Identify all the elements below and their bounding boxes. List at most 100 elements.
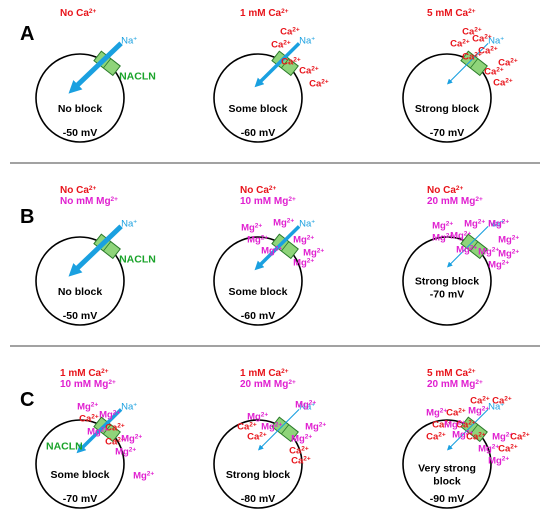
calcium-ion-label: Ca2+: [432, 419, 452, 431]
calcium-ion-label: Ca2+: [291, 455, 311, 467]
magnesium-ion-label: Mg2+: [432, 220, 453, 232]
sodium-influx-arrow: [446, 42, 489, 85]
sodium-ion-label: Na+: [299, 35, 315, 47]
calcium-ion-label: Ca2+: [510, 431, 530, 443]
calcium-ion-label: Ca2+: [237, 421, 257, 433]
sodium-ion-label: Na+: [488, 35, 504, 47]
magnesium-ion-label: Mg2+: [295, 399, 316, 411]
calcium-ion-label: Ca2+: [281, 56, 301, 68]
nacln-channel: [93, 233, 121, 260]
magnesium-ion-label: Mg2+: [452, 429, 473, 441]
condition-cell: No Ca2+10 mM Mg2+Na+Mg2+Mg2+Mg2+Mg2+Mg2+…: [213, 185, 324, 326]
calcium-ion-label: Ca2+: [309, 78, 329, 90]
block-level-label: Strong block: [226, 469, 290, 481]
condition-label: 20 mM Mg2+: [427, 196, 483, 208]
condition-label: No Ca2+: [240, 185, 277, 197]
magnesium-ion-label: Mg2+: [468, 405, 489, 417]
sodium-influx-arrow: [68, 41, 123, 94]
magnesium-ion-label: Mg2+: [444, 419, 465, 431]
magnesium-ion-label: Mg2+: [247, 411, 268, 423]
calcium-ion-label: Ca2+: [478, 45, 498, 57]
condition-label: 1 mM Ca2+: [240, 8, 289, 20]
condition-cell: 1 mM Ca2+20 mM Mg2+Na+Mg2+Mg2+Ca2+Mg2+Ca…: [213, 368, 326, 509]
magnesium-ion-label: Mg2+: [432, 232, 453, 244]
calcium-ion-label: Ca2+: [105, 436, 125, 448]
cell-membrane: [402, 53, 492, 143]
membrane-voltage-label: -90 mV: [430, 493, 464, 505]
magnesium-ion-label: Mg2+: [464, 218, 485, 230]
calcium-ion-label: Ca2+: [493, 77, 513, 89]
sodium-ion-label: Na+: [121, 35, 137, 47]
membrane-voltage-label: -60 mV: [241, 310, 275, 322]
magnesium-ion-label: Mg2+: [133, 470, 154, 482]
calcium-ion-label: Ca2+: [498, 443, 518, 455]
condition-label: No mM Mg2+: [60, 196, 118, 208]
sodium-influx-arrow: [76, 408, 123, 454]
block-level-label: Some block: [229, 286, 288, 298]
magnesium-ion-label: Mg2+: [261, 421, 282, 433]
condition-label: No Ca2+: [60, 185, 97, 197]
condition-label: 1 mM Ca2+: [240, 368, 289, 380]
condition-label: 20 mM Mg2+: [240, 379, 296, 391]
condition-cell: No Ca2+20 mM Mg2+Na+Mg2+Mg2+Mg2+Mg2+Mg2+…: [402, 185, 519, 326]
calcium-ion-label: Ca2+: [484, 66, 504, 78]
block-level-label: Some block: [51, 469, 110, 481]
block-level-label: Very strong: [418, 463, 476, 475]
sodium-ion-label: Na+: [488, 401, 504, 413]
calcium-ion-label: Ca2+: [446, 407, 466, 419]
magnesium-ion-label: Mg2+: [450, 230, 471, 242]
calcium-ion-label: Ca2+: [472, 33, 492, 45]
calcium-ion-label: Ca2+: [289, 445, 309, 457]
condition-label: 1 mM Ca2+: [60, 368, 109, 380]
condition-label: No Ca2+: [60, 8, 97, 20]
nacln-channel: [271, 50, 299, 77]
magnesium-ion-label: Mg2+: [303, 247, 324, 258]
block-level-label: No block: [58, 103, 102, 115]
calcium-ion-label: Ca2+: [79, 413, 99, 425]
sodium-ion-label: Na+: [121, 401, 137, 413]
sodium-influx-arrow: [446, 408, 489, 451]
membrane-voltage-label: -50 mV: [63, 310, 97, 322]
block-level-label: -70 mV: [430, 289, 464, 301]
magnesium-ion-label: Mg2+: [121, 433, 142, 445]
magnesium-ion-label: Mg2+: [498, 248, 519, 260]
sodium-ion-label: Na+: [299, 401, 315, 413]
panel-c: C1 mM Ca2+10 mM Mg2+Na+NACLNMg2+Ca2+Mg2+…: [20, 368, 530, 509]
magnesium-ion-label: Mg2+: [273, 217, 294, 229]
cell-membrane: [402, 419, 492, 509]
condition-label: 5 mM Ca2+: [427, 8, 476, 20]
magnesium-ion-label: Mg2+: [478, 246, 499, 257]
condition-cell: 1 mM Ca2+10 mM Mg2+Na+NACLNMg2+Ca2+Mg2+C…: [35, 368, 154, 509]
sodium-ion-label: Na+: [488, 218, 504, 230]
calcium-ion-label: Ca2+: [247, 431, 267, 443]
calcium-ion-label: Ca2+: [456, 419, 476, 431]
nacln-channel: [460, 50, 488, 77]
magnesium-ion-label: Mg2+: [426, 407, 447, 419]
block-level-label: Strong block: [415, 103, 479, 115]
sodium-influx-arrow: [68, 224, 123, 277]
membrane-voltage-label: -80 mV: [241, 493, 275, 505]
nacln-channel: [93, 416, 121, 443]
magnesium-ion-label: Mg2+: [261, 245, 282, 256]
channel-label: NACLN: [119, 70, 156, 82]
calcium-ion-label: Ca2+: [450, 38, 470, 50]
block-level-label: No block: [58, 286, 102, 298]
calcium-ion-label: Ca2+: [280, 26, 300, 38]
condition-cell: 5 mM Ca2+20 mM Mg2+Na+Ca2+Ca2+Mg2+Ca2+Mg…: [402, 368, 530, 509]
membrane-voltage-label: -60 mV: [241, 127, 275, 139]
sodium-influx-arrow: [446, 225, 489, 268]
magnesium-ion-label: Mg2+: [99, 409, 120, 421]
magnesium-ion-label: Mg2+: [115, 446, 136, 458]
calcium-ion-label: Ca2+: [105, 422, 125, 434]
calcium-ion-label: Ca2+: [462, 51, 482, 63]
nacln-channel: [460, 233, 488, 260]
sodium-influx-arrow: [257, 408, 300, 451]
cell-membrane: [35, 419, 125, 509]
block-level-label: block: [433, 476, 461, 488]
condition-label: 20 mM Mg2+: [427, 379, 483, 391]
calcium-ion-label: Ca2+: [299, 65, 319, 77]
